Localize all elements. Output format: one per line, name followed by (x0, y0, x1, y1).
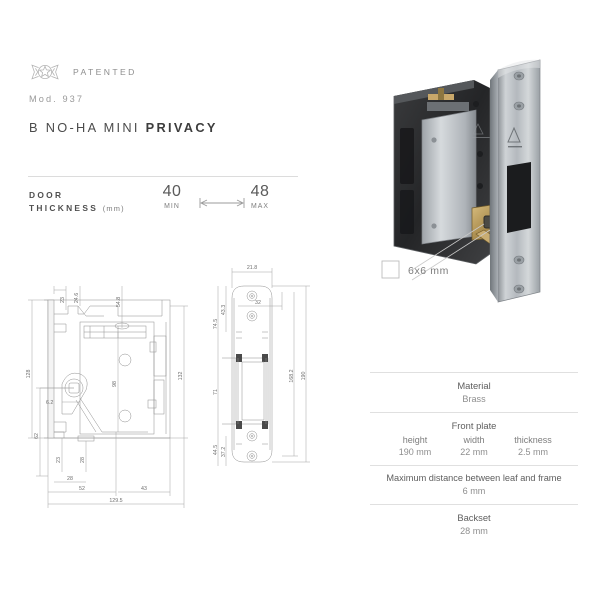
dim-23-top: 23 (60, 297, 66, 303)
door-thickness-label-line1: DOOR (29, 190, 64, 200)
drawing-side-section: 128 62 132 23 24.6 54.8 98 6.2 23 28 28 … (18, 276, 198, 526)
dim-24-6: 24.6 (74, 293, 80, 303)
dim-43-3: 43.3 (221, 305, 227, 315)
spec-divider (370, 412, 578, 413)
dim-54-8: 54.8 (116, 297, 122, 307)
spec-material-title: Material (457, 380, 491, 391)
callout-6x6 (411, 223, 491, 281)
double-arrow-horizontal-icon (198, 196, 246, 214)
drawing-front-plate: 21.8 32 43.3 74.5 71 44.5 37.2 168.2 190 (198, 258, 318, 495)
spec-max-distance-title: Maximum distance between leaf and frame (386, 473, 562, 483)
spec-col-value: 22 mm (460, 447, 488, 457)
spec-backset-value: 28 mm (460, 526, 488, 536)
spec-row-front-plate: Front plate height 190 mm width 22 mm th… (370, 413, 578, 465)
header-divider (28, 176, 298, 177)
brand-logo-icon (472, 123, 490, 138)
spec-row-backset: Backset 28 mm (370, 505, 578, 544)
product-photo: 6x6 mm (372, 58, 577, 308)
patent-label: PATENTED (73, 67, 137, 77)
dim-43: 43 (141, 486, 147, 492)
dim-21-8: 21.8 (247, 265, 257, 271)
spec-divider (370, 504, 578, 505)
door-thickness-max: 48 MAX (240, 183, 280, 210)
spec-front-plate-thickness: thickness 2.5 mm (510, 435, 556, 457)
spec-front-plate-width: width 22 mm (451, 435, 497, 457)
dim-98: 98 (112, 381, 118, 387)
patent-seal-icon (28, 62, 62, 82)
door-thickness-min-label: MIN (164, 203, 180, 210)
spec-row-material: Material Brass (370, 373, 578, 412)
faceplate-screws (513, 71, 525, 294)
page-title-main: B NO-HA MINI (29, 120, 146, 135)
dim-62: 62 (34, 433, 40, 439)
dim-74-5: 74.5 (213, 319, 219, 329)
spec-front-plate-title: Front plate (451, 420, 497, 431)
door-thickness-min: 40 MIN (152, 183, 192, 210)
door-thickness-max-value: 48 (250, 183, 270, 200)
spec-divider (370, 465, 578, 466)
page-title: B NO-HA MINI PRIVACY (29, 120, 218, 135)
model-number: Mod. 937 (29, 94, 85, 104)
specifications-table: Material Brass Front plate height 190 mm… (370, 372, 578, 544)
door-thickness-unit: (mm) (102, 203, 125, 213)
dim-71: 71 (213, 389, 219, 395)
spec-col-value: 2.5 mm (517, 447, 548, 457)
callout-label: 6x6 mm (408, 265, 449, 277)
dim-37-2: 37.2 (221, 447, 227, 457)
spec-front-plate-height: height 190 mm (392, 435, 438, 457)
dim-28-vertical: 28 (80, 457, 86, 463)
square-outline-icon (381, 260, 400, 279)
door-thickness-label-line2: THICKNESS (29, 202, 99, 213)
door-thickness-label: DOOR THICKNESS (mm) (29, 189, 125, 215)
spec-col-header: width (463, 435, 485, 445)
dim-128: 128 (26, 370, 32, 379)
spec-backset-title: Backset (457, 512, 491, 523)
spec-divider (370, 372, 578, 373)
spec-max-distance-value: 6 mm (462, 486, 486, 496)
spec-col-header: height (402, 435, 428, 445)
page-title-variant: PRIVACY (145, 120, 218, 135)
spec-row-max-distance: Maximum distance between leaf and frame … (370, 466, 578, 504)
dim-168-2: 168.2 (289, 369, 295, 382)
dim-44-5: 44.5 (213, 445, 219, 455)
lock-body (393, 80, 511, 265)
dim-6-2: 6.2 (46, 400, 53, 406)
dim-32: 32 (255, 300, 261, 306)
faceplate-brand-icon (507, 126, 522, 148)
spec-col-header: thickness (514, 435, 552, 445)
dim-23-bottom: 23 (56, 457, 62, 463)
dim-129-5: 129.5 (109, 498, 122, 504)
dim-28-horizontal: 28 (67, 476, 73, 482)
front-plate (490, 59, 541, 303)
spec-material-value: Brass (462, 394, 486, 404)
spec-col-value: 190 mm (398, 447, 432, 457)
door-thickness-max-label: MAX (251, 203, 269, 210)
dim-52: 52 (79, 486, 85, 492)
dim-132: 132 (178, 372, 184, 381)
dim-190: 190 (301, 372, 307, 381)
door-thickness-min-value: 40 (162, 183, 182, 200)
patent-badge: PATENTED (28, 62, 137, 82)
